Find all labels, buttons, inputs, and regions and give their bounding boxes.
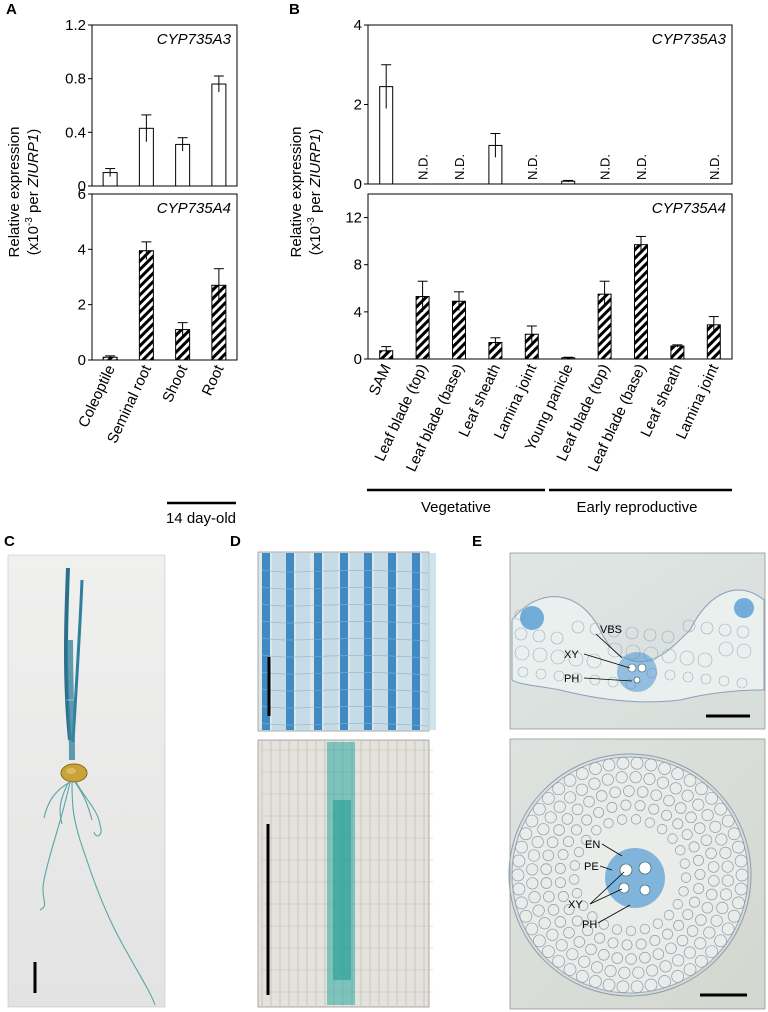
y-axis-label-line1: Relative expression xyxy=(6,127,23,258)
y-tick-label: 2 xyxy=(78,297,86,314)
group-label-vegetative: Vegetative xyxy=(421,499,491,516)
y-tick-label: 0 xyxy=(354,351,362,368)
nd-label: N.D. xyxy=(416,154,431,180)
gene-label: CYP735A4 xyxy=(652,200,726,217)
x-tick-label: Shoot xyxy=(159,362,191,405)
y-tick-label: 4 xyxy=(354,17,362,34)
photo-seedling xyxy=(7,554,166,1008)
photo-leaf-vasculature xyxy=(257,551,436,732)
label-ph-top: PH xyxy=(564,673,579,685)
nd-label: N.D. xyxy=(525,154,540,180)
group-label-early-reproductive: Early reproductive xyxy=(577,499,698,516)
x-tick-label: Root xyxy=(199,362,228,399)
panel-label-d: D xyxy=(230,533,241,550)
plot-frame xyxy=(367,193,733,360)
photo-leaf-cross-section: VBS XY PH xyxy=(509,552,766,730)
photo-root-cross-section: EN PE XY PH xyxy=(508,738,766,1010)
y-tick-label: 2 xyxy=(354,97,362,114)
y-tick-label: 4 xyxy=(354,304,362,321)
y-tick-label: 4 xyxy=(78,241,86,258)
label-en: EN xyxy=(585,839,600,851)
panel-label-b: B xyxy=(289,1,300,18)
y-tick-label: 0 xyxy=(78,352,86,369)
photo-root-vasculature xyxy=(257,739,433,1008)
plot-frame xyxy=(91,24,238,187)
bar xyxy=(634,244,648,360)
bar xyxy=(138,250,154,361)
bar xyxy=(211,83,227,187)
y-tick-label: 12 xyxy=(345,210,362,227)
panel-label-c: C xyxy=(4,533,15,550)
nd-label: N.D. xyxy=(452,154,467,180)
x-tick-label: SAM xyxy=(366,362,395,399)
y-axis-label-line2: (x10-3 per ZIURP1) xyxy=(306,129,324,255)
y-tick-label: 0.4 xyxy=(65,124,86,141)
gene-label: CYP735A3 xyxy=(157,31,232,48)
plot-frame xyxy=(91,193,238,361)
gene-label: CYP735A3 xyxy=(652,31,727,48)
y-tick-label: 0 xyxy=(354,176,362,193)
nd-label: N.D. xyxy=(634,154,649,180)
panel-label-e: E xyxy=(472,533,482,550)
y-axis-label-a: Relative expression (x10-3 per ZIURP1) xyxy=(6,127,42,258)
y-tick-label: 0 xyxy=(78,178,86,195)
y-tick-label: 8 xyxy=(354,257,362,274)
gene-label: CYP735A4 xyxy=(157,200,231,217)
panel-label-a: A xyxy=(6,1,17,18)
nd-label: N.D. xyxy=(707,154,722,180)
label-ph-bottom: PH xyxy=(582,919,597,931)
group-label-14-day-old: 14 day-old xyxy=(166,510,236,527)
y-axis-label-line1: Relative expression xyxy=(288,127,305,258)
y-axis-label-b: Relative expression (x10-3 per ZIURP1) xyxy=(288,127,324,258)
label-vbs: VBS xyxy=(600,624,622,636)
y-tick-label: 1.2 xyxy=(65,17,86,34)
y-tick-label: 0.8 xyxy=(65,71,86,88)
y-axis-label-line2: (x10-3 per ZIURP1) xyxy=(24,129,42,255)
label-pe: PE xyxy=(584,861,599,873)
y-tick-label: 6 xyxy=(78,186,86,203)
label-xy-top: XY xyxy=(564,649,579,661)
nd-label: N.D. xyxy=(598,154,613,180)
bar xyxy=(670,345,685,360)
label-xy-bottom: XY xyxy=(568,899,583,911)
